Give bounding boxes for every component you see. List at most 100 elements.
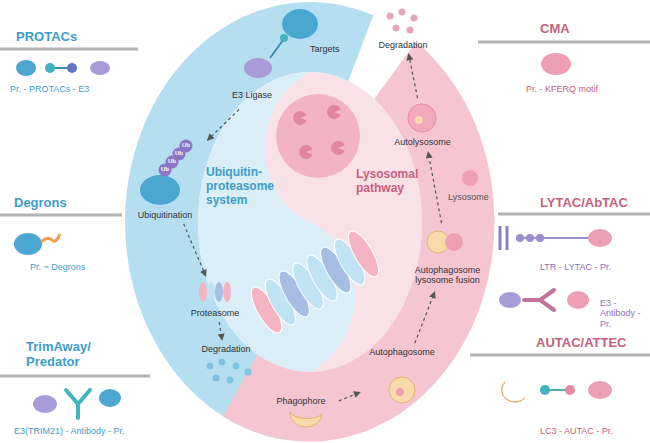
stage-label: Targets [310, 44, 358, 54]
flow-arrow [409, 54, 418, 98]
proteasome-ring [223, 282, 231, 302]
protein-icon [588, 229, 612, 247]
hydrolase-icon [299, 145, 313, 159]
degron-tail-icon [41, 234, 60, 242]
flow-arrow [219, 322, 222, 340]
proteasome-ring [199, 282, 207, 302]
protein-icon [16, 60, 36, 76]
header-rule [0, 375, 150, 378]
autolysosome-illustration [408, 104, 436, 132]
antibody-icon [66, 390, 90, 418]
pathway-stage: Degradation [368, 6, 439, 52]
stage-label: E3 Ligase [232, 90, 292, 100]
method-formula: E3 - Antibody - Pr. [600, 298, 646, 329]
method-formula: Pr. ~ Degrons [30, 262, 130, 272]
ubiquitin-tag: Ub [158, 166, 172, 173]
method-formula: LC3 - AUTAC - Pr. [540, 426, 645, 436]
protein-icon [99, 389, 121, 407]
peptide-dot [245, 369, 252, 376]
cargo-icon [415, 116, 423, 124]
proteasome-ring [215, 282, 223, 302]
pathway-stage: Autophagosome lysosome fusion [405, 225, 491, 290]
stage-label: Autolysosome [385, 137, 460, 147]
pathway-stage: Degradation [190, 342, 263, 392]
lysosome-icon [462, 170, 478, 186]
protein-icon [567, 291, 589, 309]
header-rule [0, 214, 122, 217]
e3-ligase [244, 58, 272, 78]
proteasome-ring [343, 227, 385, 281]
protac-ligand-icon [45, 63, 55, 73]
peptide-dot [411, 15, 418, 22]
lysosome-illustration [276, 94, 360, 178]
autac-icon [565, 385, 575, 395]
pathway-title: Lysosomal pathway [356, 168, 422, 196]
hydrolase-icon [327, 105, 341, 119]
lytac-icon [526, 234, 534, 242]
e3-icon [499, 292, 521, 308]
method-heading: CMA [540, 22, 610, 37]
stage-label: Degradation [368, 40, 438, 50]
hydrolase-icon [331, 141, 345, 155]
inner-lysosomal-half [265, 72, 422, 372]
ltr-icon [506, 226, 509, 250]
method-formula: Pr. - PROTACs - E3 [10, 84, 138, 94]
peptide-dot [233, 363, 240, 370]
stage-label: Proteasome [180, 308, 250, 318]
method-formula: Pr. - KFERQ motif [526, 84, 646, 94]
peptide-dot [213, 375, 220, 382]
header-rule [498, 213, 650, 216]
organelle-label: Lysosome [448, 192, 493, 202]
protac-ligand [280, 34, 288, 42]
phagophore-illustration [290, 412, 322, 427]
fusion-illustration [445, 233, 463, 251]
method-heading: PROTACs [16, 30, 126, 45]
flow-arrow [184, 224, 206, 276]
hydrolase-icon [293, 111, 307, 125]
cargo-icon [396, 388, 404, 396]
proteasome-illustration [246, 227, 385, 337]
header-rule [0, 48, 138, 51]
autophagosome-illustration [389, 377, 415, 403]
pathway-stage: Autophagosome [362, 345, 443, 405]
stage-label: Autophagosome lysosome fusion [405, 265, 490, 286]
peptide-dot [387, 13, 394, 20]
lytac-icon [536, 234, 544, 242]
flow-arrow [415, 292, 435, 343]
method-formula: LTR - LYTAC - Pr. [540, 262, 645, 272]
method-heading: TrimAway/ Predator [26, 340, 106, 370]
pathway-stage: Ubiquitination [125, 140, 206, 222]
flow-arrow [339, 392, 360, 401]
pathway-title: Ubiquitin-proteasome system [206, 166, 286, 207]
ubiquitin-tag: Ub [172, 150, 186, 157]
method-heading: LYTAC/AbTAC [540, 196, 648, 211]
stage-label: Ubiquitination [125, 210, 205, 220]
ltr-icon [499, 226, 502, 250]
peptide-dot [227, 377, 234, 384]
ubiquitin-tag: Ub [179, 142, 193, 149]
protein-icon [541, 53, 571, 75]
target-protein [282, 9, 318, 39]
peptide-dot [399, 9, 406, 16]
method-formula: E3(TRIM21) - Antibody - Pr. [14, 426, 149, 436]
pathway-stage: Autolysosome [385, 100, 461, 150]
peptide-dot [393, 25, 400, 32]
target-protein [140, 175, 180, 205]
stage-label: Autophagosome [362, 347, 442, 357]
antibody-icon [524, 290, 554, 310]
flow-arrow [207, 109, 239, 140]
protein-icon [14, 233, 42, 255]
peptide-dot [407, 27, 414, 34]
pathway-stage: Phagophore [266, 394, 337, 438]
autac-icon [540, 385, 550, 395]
peptide-dot [207, 363, 214, 370]
peptide-dot [219, 359, 226, 366]
lytac-icon [516, 234, 524, 242]
method-heading: Degrons [14, 196, 114, 211]
protac-ligand-icon [67, 63, 77, 73]
header-rule [470, 354, 650, 357]
method-heading: AUTAC/ATTEC [536, 336, 646, 351]
inner-disc [198, 72, 422, 372]
